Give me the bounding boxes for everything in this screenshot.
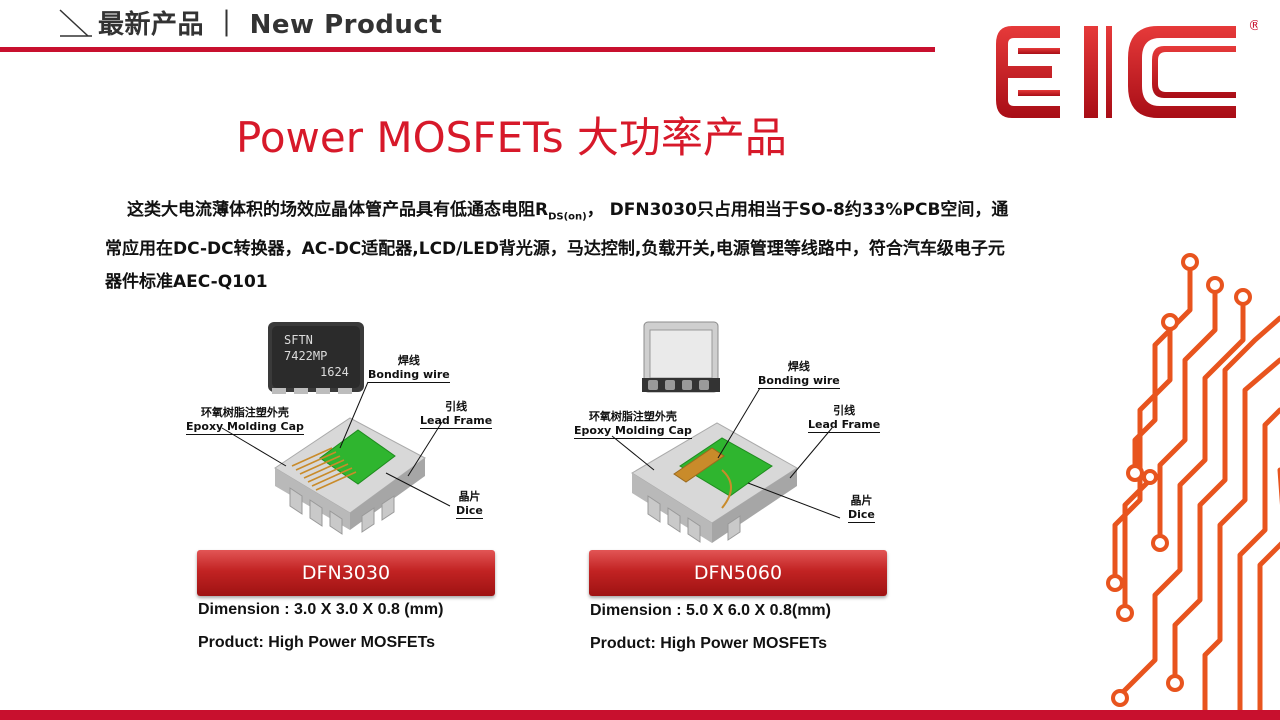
header-corner-icon [59,9,92,37]
dfn3030-chip-photo: SFTN 7422MP 1624 [268,322,364,394]
slide-header: 最新产品 ｜ New Product [0,0,940,56]
dfn3030-exploded-view [274,417,426,535]
dfn5060-label-bar: DFN5060 [589,550,887,596]
dfn3030-illustration: SFTN 7422MP 1624 [221,322,451,535]
chip-marking-1: SFTN [284,333,313,347]
main-title: Power MOSFETs 大功率产品 [236,113,787,162]
chip-marking-2: 7422MP [284,349,327,363]
intro-subscript: DS(on) [548,211,587,223]
header-divider [0,47,935,52]
chip-marking-3: 1624 [320,365,349,379]
dfn5060-illustration [611,321,841,543]
dfn3030-label-bar: DFN3030 [197,550,495,596]
dfn3030-dimension: Dimension : 3.0 X 3.0 X 0.8 (mm) [198,601,444,618]
dfn3030-product: Product: High Power MOSFETs [198,634,436,651]
intro-text-2: ， DFN3030只占用相当于SO-8约33%PCB空间，通常应用在DC-DC转… [105,200,1009,293]
dfn5060-dimension: Dimension : 5.0 X 6.0 X 0.8(mm) [590,602,831,619]
dfn5060-product: Product: High Power MOSFETs [590,635,828,652]
intro-paragraph: 这类大电流薄体积的场效应晶体管产品具有低通态电阻RDS(on)， DFN3030… [105,194,1010,299]
footer-bar [0,710,1280,720]
registered-mark: ® [1248,18,1258,34]
intro-text-1: 这类大电流薄体积的场效应晶体管产品具有低通态电阻R [127,200,549,220]
dfn5060-chip-photo [642,321,720,393]
eic-logo: ® [996,18,1258,118]
circuit-decoration [1106,253,1280,713]
dfn5060-exploded-view [631,422,798,543]
header-title: 最新产品 ｜ New Product [98,10,443,40]
